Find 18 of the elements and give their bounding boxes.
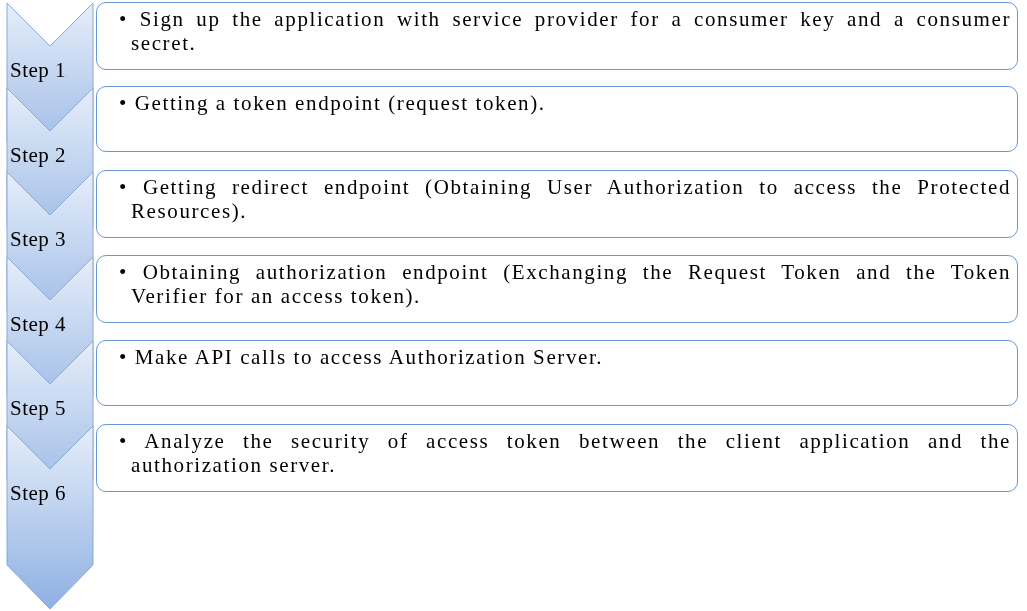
- bullet-text: • Obtaining authorization endpoint (Exchanging the Request Token and the Token Verifier for an access token).: [119, 260, 1011, 308]
- bullet-text: • Sign up the application with service provider for a consumer key and a consumer secret.: [119, 7, 1011, 55]
- step-description-box: [96, 86, 1018, 152]
- step-label: Step 3: [10, 227, 67, 252]
- step-label: Step 6: [10, 480, 67, 506]
- bullet-text: • Getting redirect endpoint (Obtaining User Authorization to access the Protected Resources).: [119, 175, 1011, 223]
- step-description-box: [96, 340, 1018, 406]
- bullet-text: • Analyze the security of access token between the client application and the authorization server.: [119, 429, 1011, 477]
- step-label: Step 4: [10, 311, 67, 337]
- step-description-box: [96, 170, 1018, 238]
- step-label: Step 5: [10, 396, 67, 421]
- step-label: Step 1: [10, 58, 67, 83]
- bullet-text: • Getting a token endpoint (request token).: [119, 91, 547, 115]
- step-description-box: [96, 424, 1018, 492]
- step-description-box: [96, 2, 1018, 70]
- step-description-box: [96, 255, 1018, 323]
- bullet-text: • Make API calls to access Authorization Server.: [119, 345, 605, 369]
- step-label: Step 2: [10, 142, 67, 168]
